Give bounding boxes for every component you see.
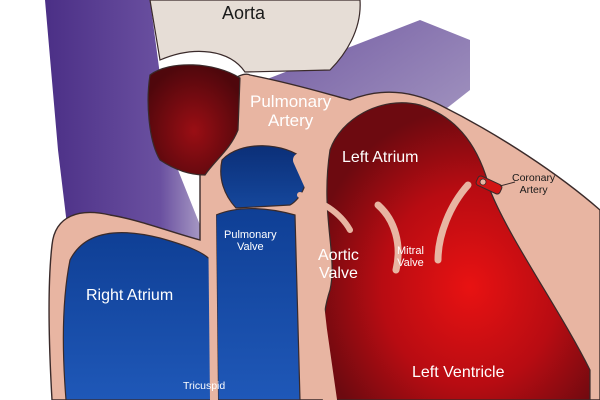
mitral-valve-label: Mitral Valve: [397, 245, 424, 270]
pulmonary-valve-label-line2: Valve: [236, 241, 264, 254]
mitral-valve-label-line1: Mitral: [397, 245, 424, 257]
mitral-valve-leaflets: [374, 181, 472, 274]
right-atrium-chamber: [62, 232, 213, 400]
pulmonary-valve-label: Pulmonary Valve: [224, 229, 277, 254]
pulmonary-artery-label-line1: Pulmonary: [250, 92, 332, 111]
aortic-root: [147, 64, 241, 176]
coronary-artery-label-line2: Artery: [519, 183, 548, 196]
coronary-leader-line: [499, 181, 516, 187]
left-heart-chamber: [322, 102, 591, 400]
pulmonary-artery-label: Pulmonary Artery: [250, 92, 331, 130]
pulmonary-artery-label-line2: Artery: [267, 111, 314, 131]
aortic-valve-label-line2: Valve: [319, 264, 358, 282]
coronary-artery-lumen: [479, 178, 487, 186]
aortic-valve-label: Aortic Valve: [318, 247, 359, 283]
aorta-vessel: [149, 0, 361, 73]
septum: [293, 153, 337, 400]
right-atrium-label: Right Atrium: [86, 287, 174, 304]
mitral-valve-label-line2: Valve: [397, 257, 424, 270]
left-ventricle-label: Left Ventricle: [412, 364, 505, 381]
coronary-artery-label: Coronary Artery: [512, 172, 556, 197]
pulmonary-valve-chamber: [220, 145, 308, 209]
pulmonary-valve-label-line1: Pulmonary: [224, 229, 277, 241]
right-heart-divider: [208, 209, 218, 400]
aortic-valve-leaflets: [297, 192, 353, 265]
vena-cava: [45, 0, 210, 250]
aorta-label: Aorta: [222, 3, 266, 23]
coronary-artery-label-line1: Coronary: [512, 172, 556, 184]
left-atrium-label: Left Atrium: [342, 149, 419, 166]
aortic-valve-label-line1: Aortic: [318, 247, 359, 264]
right-ventricle-chamber: [215, 208, 301, 400]
tricuspid-label: Tricuspid: [183, 380, 226, 392]
